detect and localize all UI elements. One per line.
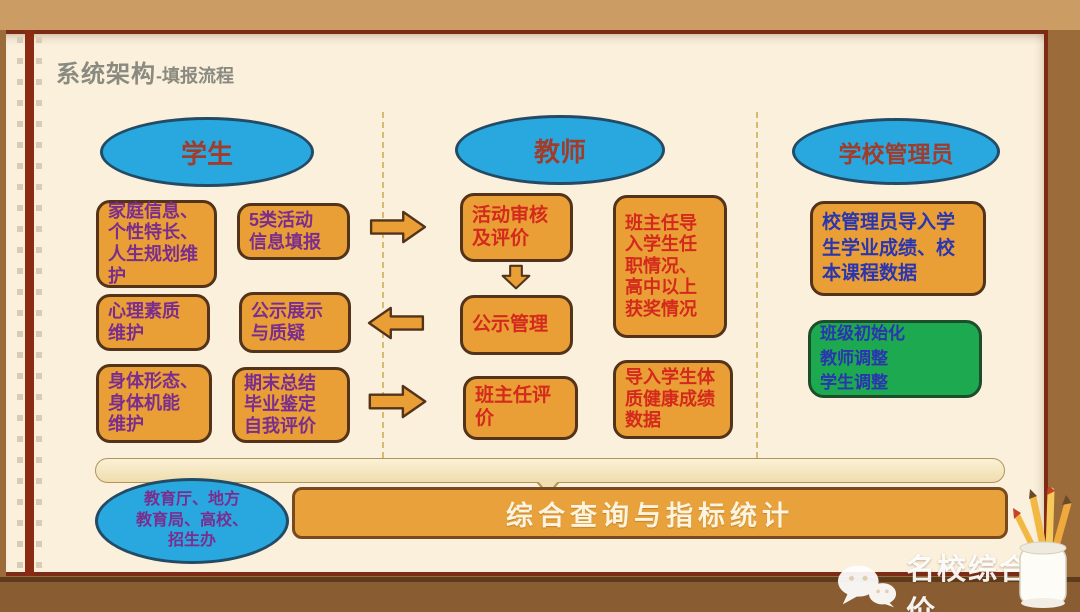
wood-seam xyxy=(0,577,1080,582)
role-ellipse-authority: 教育厅、地方 教育局、高校、 招生办 xyxy=(95,478,289,564)
box-psych-quality: 心理素质 维护 xyxy=(96,294,210,351)
title-main: 系统架构 xyxy=(56,61,156,88)
right-arrow-icon xyxy=(369,210,428,244)
brace-shape xyxy=(95,458,1005,483)
box-import-fitness-data: 导入学生体 质健康成绩 数据 xyxy=(613,360,733,439)
box-activity-report: 5类活动 信息填报 xyxy=(237,203,350,260)
down-arrow-icon xyxy=(501,264,531,291)
dashed-separator-left xyxy=(382,112,384,458)
dashed-separator-right xyxy=(756,112,758,458)
right-arrow-icon xyxy=(367,384,429,419)
pencil-cup-icon xyxy=(993,485,1079,612)
box-physical-maintenance: 身体形态、 身体机能 维护 xyxy=(96,364,212,443)
box-term-summary: 期末总结 毕业鉴定 自我评价 xyxy=(232,367,350,443)
summary-statistics-bar: 综合查询与指标统计 xyxy=(292,487,1008,539)
box-admin-import-grades: 校管理员导入学 生学业成绩、校 本课程数据 xyxy=(810,201,986,296)
box-class-initialization: 班级初始化 教师调整 学生调整 xyxy=(808,320,982,398)
wood-bottom-band xyxy=(0,577,1080,612)
left-arrow-icon xyxy=(361,306,430,340)
box-head-teacher-evaluation: 班主任评 价 xyxy=(463,376,578,440)
binding-stitches xyxy=(17,30,42,576)
role-ellipse-school-admin: 学校管理员 xyxy=(792,118,1000,185)
title-sub: -填报流程 xyxy=(156,66,234,86)
box-import-student-positions: 班主任导 入学生任 职情况、 高中以上 获奖情况 xyxy=(613,195,727,338)
wood-top-band xyxy=(0,0,1080,30)
role-ellipse-student: 学生 xyxy=(100,117,314,187)
page-title: 系统架构 -填报流程 xyxy=(56,54,234,89)
box-activity-review: 活动审核 及评价 xyxy=(460,193,573,262)
role-ellipse-teacher: 教师 xyxy=(455,115,665,185)
box-publicity-management: 公示管理 xyxy=(460,295,573,355)
box-family-info: 家庭信息、 个性特长、 人生规划维 护 xyxy=(96,200,217,288)
wechat-icon xyxy=(836,564,898,612)
box-public-display: 公示展示 与质疑 xyxy=(239,292,351,353)
